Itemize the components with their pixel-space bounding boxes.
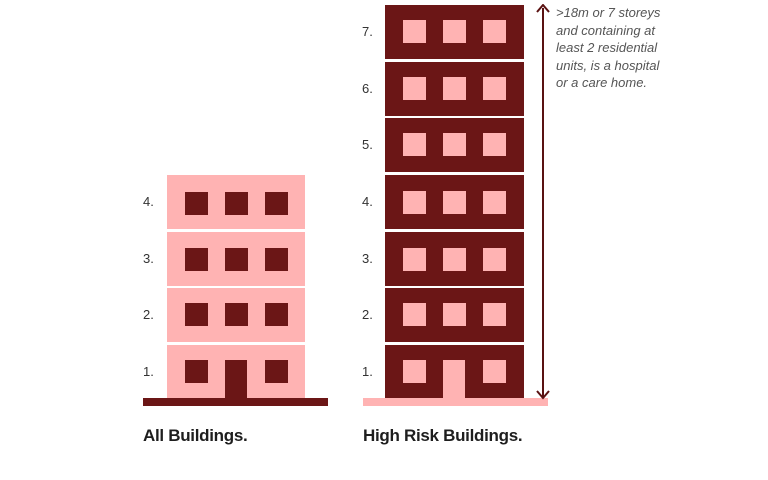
window-icon bbox=[403, 191, 426, 214]
building-floor bbox=[385, 175, 524, 229]
floor-number: 3. bbox=[362, 251, 373, 266]
floor-number: 6. bbox=[362, 81, 373, 96]
ground-line bbox=[363, 398, 548, 406]
floor-number: 2. bbox=[143, 307, 154, 322]
window-icon bbox=[265, 360, 288, 383]
building-floor bbox=[167, 175, 305, 229]
building-floor bbox=[385, 118, 524, 172]
window-icon bbox=[483, 303, 506, 326]
window-icon bbox=[185, 303, 208, 326]
floor-number: 2. bbox=[362, 307, 373, 322]
window-icon bbox=[185, 360, 208, 383]
window-icon bbox=[443, 191, 466, 214]
window-icon bbox=[403, 20, 426, 43]
window-icon bbox=[265, 303, 288, 326]
window-icon bbox=[483, 20, 506, 43]
window-icon bbox=[225, 192, 248, 215]
window-icon bbox=[403, 77, 426, 100]
floor-number: 4. bbox=[143, 194, 154, 209]
door-icon bbox=[225, 360, 247, 399]
building-floor bbox=[167, 232, 305, 286]
window-icon bbox=[443, 248, 466, 271]
window-icon bbox=[443, 20, 466, 43]
building-floor bbox=[385, 232, 524, 286]
window-icon bbox=[443, 133, 466, 156]
arrow-up-head-icon bbox=[536, 4, 550, 13]
floor-number: 3. bbox=[143, 251, 154, 266]
building-floor bbox=[167, 345, 305, 399]
window-icon bbox=[443, 77, 466, 100]
building-floor bbox=[385, 5, 524, 59]
building-floor bbox=[385, 345, 524, 399]
window-icon bbox=[483, 133, 506, 156]
building-floor bbox=[167, 288, 305, 342]
window-icon bbox=[483, 77, 506, 100]
window-icon bbox=[265, 192, 288, 215]
window-icon bbox=[443, 303, 466, 326]
floor-number: 5. bbox=[362, 137, 373, 152]
window-icon bbox=[483, 248, 506, 271]
arrow-down-head-icon bbox=[536, 390, 550, 400]
building-floor bbox=[385, 62, 524, 116]
window-icon bbox=[483, 191, 506, 214]
window-icon bbox=[225, 303, 248, 326]
window-icon bbox=[265, 248, 288, 271]
floor-number: 4. bbox=[362, 194, 373, 209]
building-floor bbox=[385, 288, 524, 342]
ground-line bbox=[143, 398, 328, 406]
window-icon bbox=[185, 248, 208, 271]
arrow-shaft bbox=[542, 8, 544, 398]
all-buildings-label: All Buildings. bbox=[143, 426, 248, 445]
window-icon bbox=[403, 360, 426, 383]
window-icon bbox=[225, 248, 248, 271]
note-line: >18m or 7 storeys bbox=[556, 5, 661, 20]
high-risk-buildings-label: High Risk Buildings. bbox=[363, 426, 523, 445]
window-icon bbox=[185, 192, 208, 215]
floor-number: 1. bbox=[143, 364, 154, 379]
window-icon bbox=[403, 303, 426, 326]
window-icon bbox=[483, 360, 506, 383]
note-line: least 2 residential bbox=[556, 40, 658, 55]
note-line: and containing at bbox=[556, 22, 656, 38]
window-icon bbox=[403, 133, 426, 156]
floor-number: 1. bbox=[362, 364, 373, 379]
door-icon bbox=[443, 360, 465, 399]
note-line: or a care home. bbox=[556, 75, 648, 90]
high-risk-definition-note: >18m or 7 storeys and containing at leas… bbox=[556, 4, 686, 92]
window-icon bbox=[403, 248, 426, 271]
floor-number: 7. bbox=[362, 24, 373, 39]
note-line: units, is a hospital bbox=[556, 57, 660, 73]
